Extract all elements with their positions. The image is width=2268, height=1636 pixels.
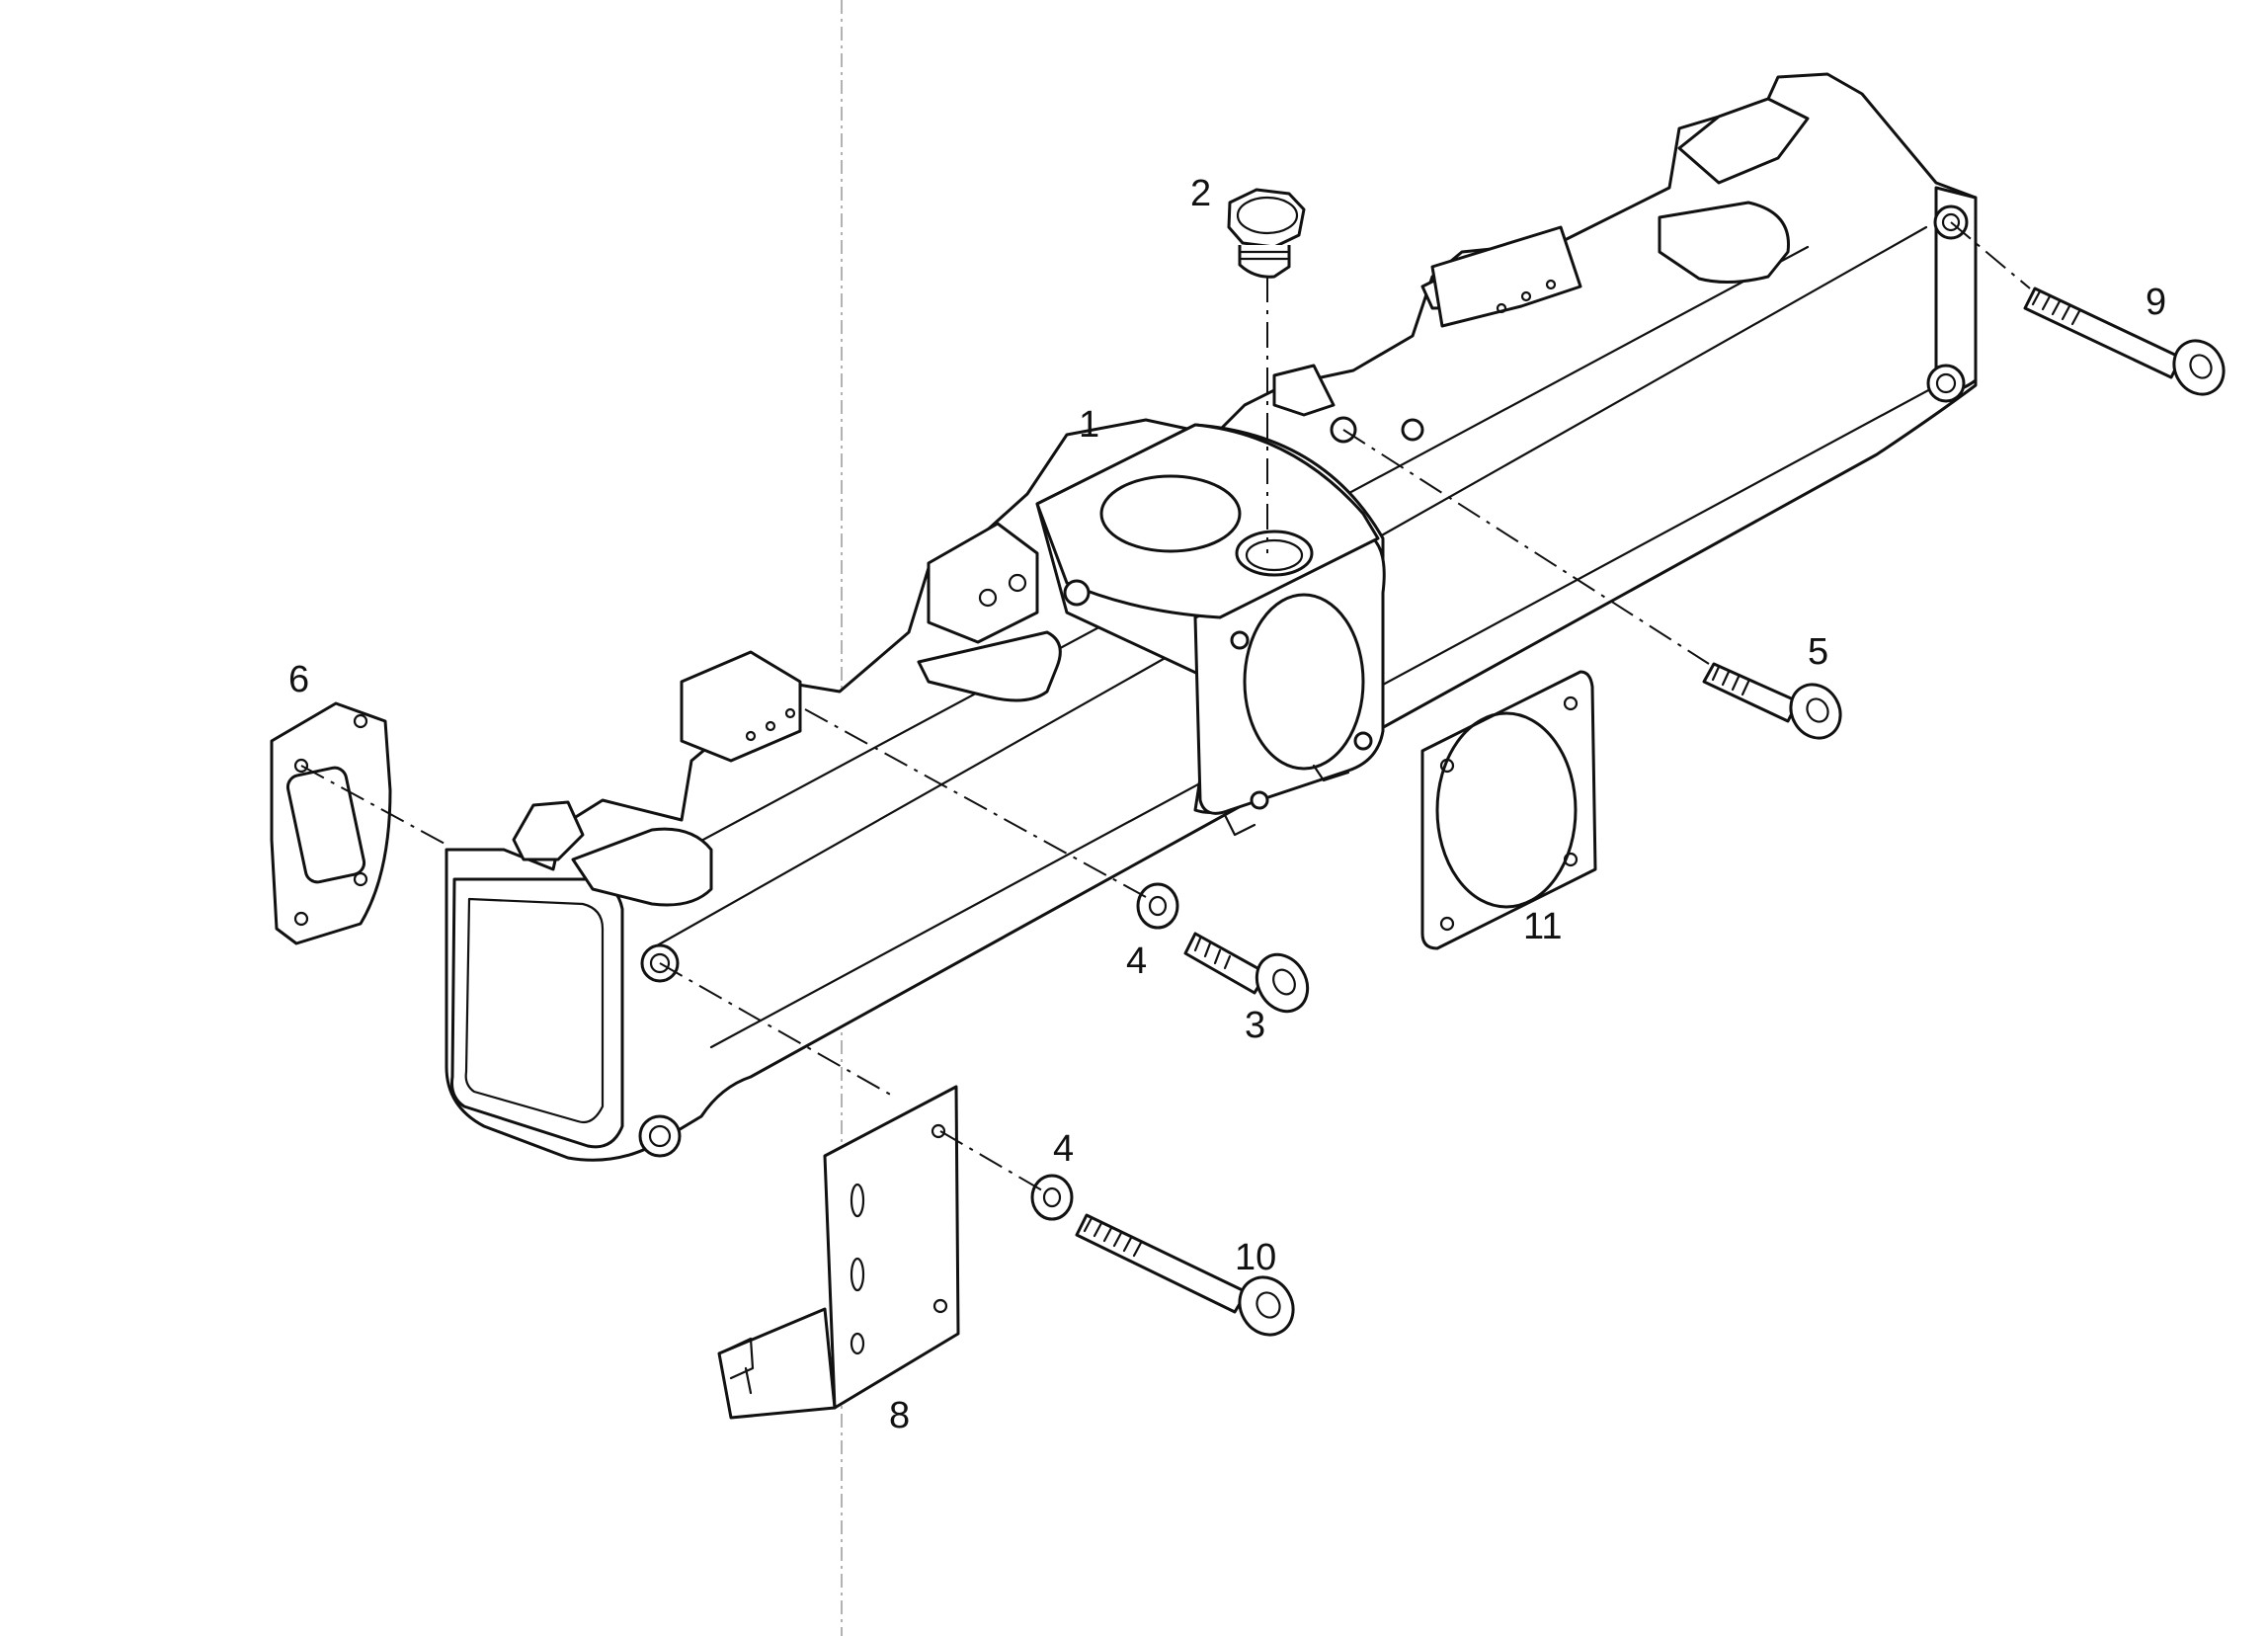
manifold-body [445,72,1978,1162]
plug [1227,188,1306,279]
washer-lower [1030,1174,1074,1221]
label-part-4-upper: 4 [1126,941,1147,982]
bolt-9 [2023,286,2226,396]
bolt-3 [1183,932,1310,1014]
gasket-left [270,701,392,945]
bolt-10 [1075,1213,1295,1337]
washer-upper [1136,882,1179,930]
assembly-lines [300,221,2031,1191]
label-part-8: 8 [889,1395,910,1436]
label-part-5: 5 [1808,631,1828,673]
label-part-4-lower: 4 [1053,1128,1074,1170]
label-part-3: 3 [1245,1005,1265,1046]
bracket [717,1085,960,1420]
label-part-6: 6 [288,659,309,700]
label-part-11: 11 [1523,906,1562,947]
bolt-5 [1702,662,1842,740]
label-part-2: 2 [1190,173,1211,214]
label-part-9: 9 [2146,282,2166,323]
gasket-outlet [1420,670,1597,950]
label-part-1: 1 [1079,404,1099,446]
label-part-10: 10 [1235,1237,1276,1278]
